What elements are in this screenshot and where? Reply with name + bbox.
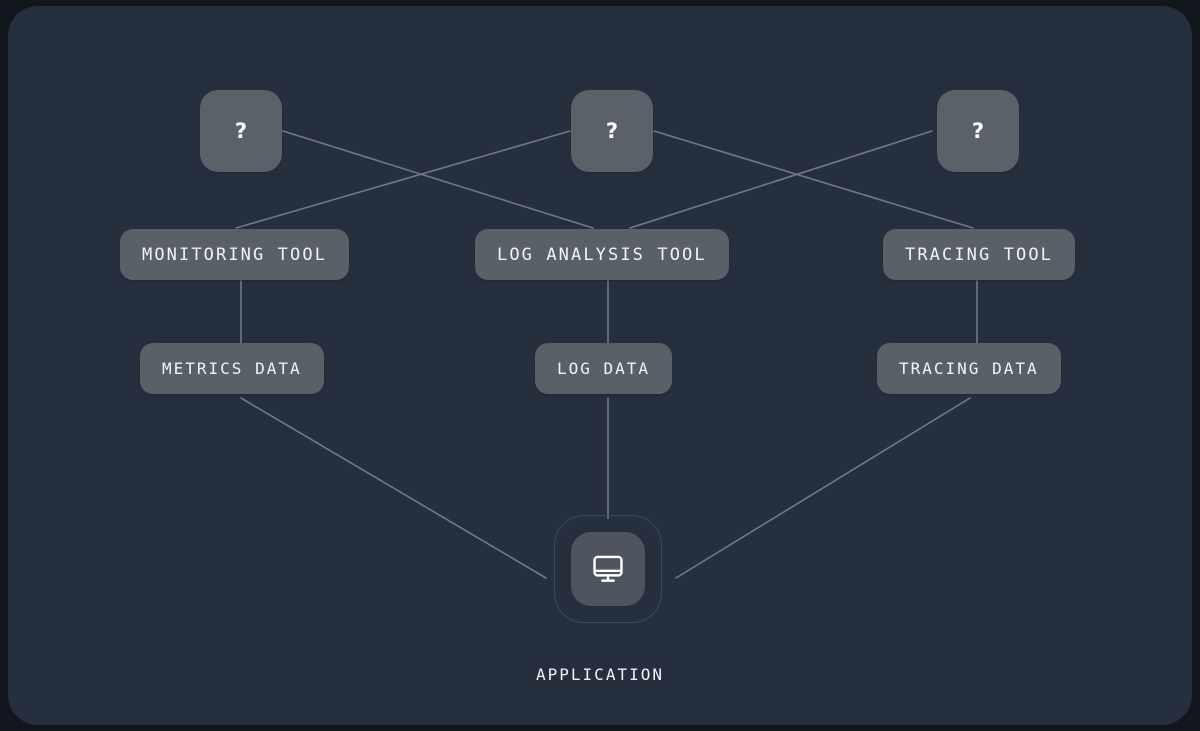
node-label: LOG ANALYSIS TOOL (497, 244, 707, 265)
node-tracing-data[interactable]: TRACING DATA (877, 343, 1061, 394)
edge-q2-to-tracing-tool (653, 130, 974, 229)
edge-q1-to-log-analysis-tool (282, 130, 594, 229)
node-tracing-tool[interactable]: TRACING TOOL (883, 229, 1076, 280)
application-label: APPLICATION (536, 665, 664, 684)
question-mark-icon: ? (605, 118, 619, 143)
node-label: METRICS DATA (162, 359, 302, 378)
question-mark-icon: ? (971, 118, 985, 143)
node-log-data[interactable]: LOG DATA (535, 343, 673, 394)
node-label: TRACING DATA (899, 359, 1039, 378)
node-metrics-data[interactable]: METRICS DATA (140, 343, 324, 394)
node-label: MONITORING TOOL (142, 244, 328, 265)
edge-tracing-data-to-application (675, 397, 971, 579)
diagram-canvas: ? ? ? MONITORING TOOL LOG ANALYSIS TOOL … (8, 6, 1192, 725)
node-label: TRACING TOOL (905, 244, 1054, 265)
question-mark-icon: ? (234, 118, 248, 143)
monitor-icon (593, 555, 623, 582)
edge-q3-to-log-analysis-tool (629, 130, 933, 229)
application-icon-tile (571, 532, 645, 606)
unknown-node-2[interactable]: ? (571, 90, 653, 172)
unknown-node-3[interactable]: ? (937, 90, 1019, 172)
node-log-analysis-tool[interactable]: LOG ANALYSIS TOOL (475, 229, 729, 280)
node-label: LOG DATA (557, 359, 651, 378)
node-monitoring-tool[interactable]: MONITORING TOOL (120, 229, 350, 280)
edge-q2-to-monitoring-tool (235, 130, 571, 229)
unknown-node-1[interactable]: ? (200, 90, 282, 172)
node-application[interactable] (554, 515, 662, 623)
edge-metrics-data-to-application (240, 397, 547, 579)
